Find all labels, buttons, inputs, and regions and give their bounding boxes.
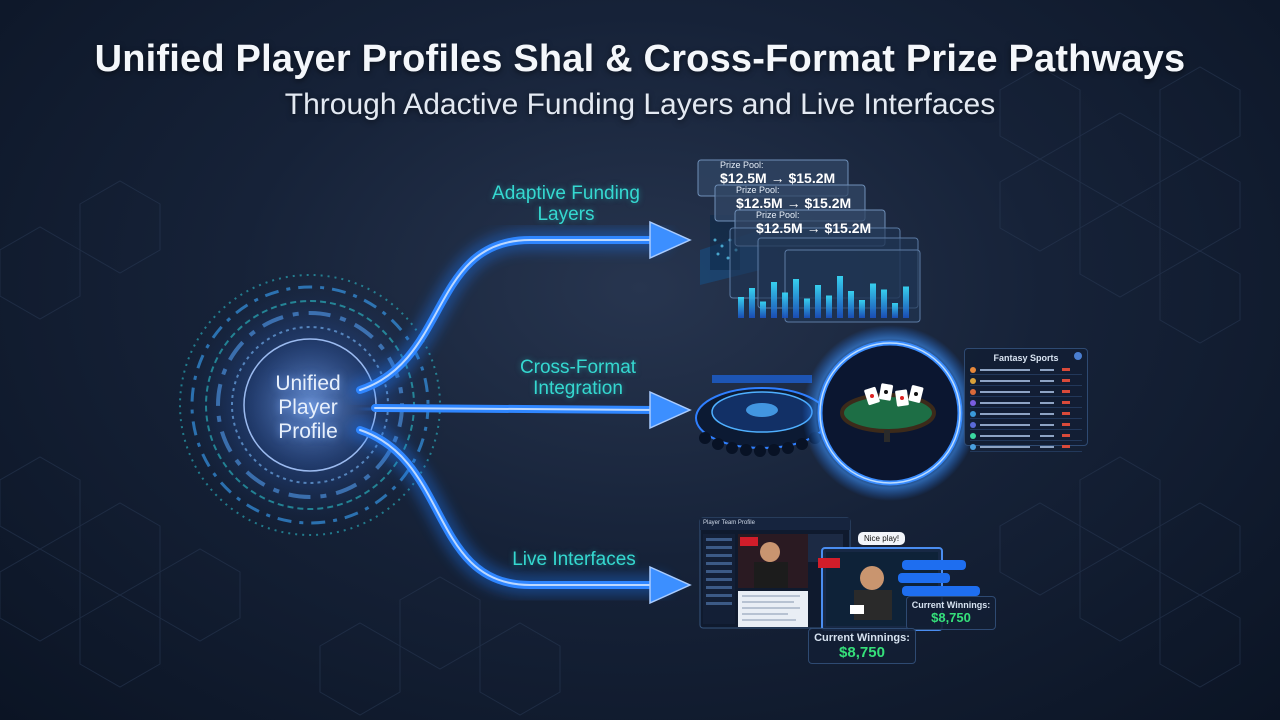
path-label-live-interfaces: Live Interfaces xyxy=(512,549,636,570)
chat-bubble xyxy=(898,573,950,583)
row-badge xyxy=(1062,401,1070,404)
funding-bar xyxy=(859,300,865,318)
info-icon xyxy=(1074,352,1082,360)
row-badge xyxy=(1062,379,1070,382)
row-text-placeholder xyxy=(980,412,1030,415)
fantasy-row xyxy=(970,431,1082,441)
current-winnings-label: Current Winnings: xyxy=(911,600,991,610)
funding-bar xyxy=(892,303,898,318)
fantasy-row xyxy=(970,387,1082,397)
row-number-placeholder xyxy=(1040,445,1054,448)
funding-bar xyxy=(837,276,843,318)
funding-bar xyxy=(749,288,755,318)
funding-bar xyxy=(815,285,821,318)
row-badge xyxy=(1062,390,1070,393)
team-logo-icon xyxy=(970,377,976,384)
team-logo-icon xyxy=(970,432,976,439)
fantasy-row xyxy=(970,365,1082,375)
row-number-placeholder xyxy=(1040,390,1054,393)
team-logo-icon xyxy=(970,366,976,373)
current-winnings-label: Current Winnings: xyxy=(814,632,910,644)
page-title: Unified Player Profiles Shal & Cross-For… xyxy=(94,38,1186,80)
funding-bar xyxy=(881,289,887,318)
funding-bar xyxy=(793,279,799,318)
funding-bar xyxy=(870,283,876,318)
flow-paths xyxy=(349,229,671,596)
funding-bar xyxy=(782,292,788,318)
fantasy-row xyxy=(970,409,1082,419)
funding-card-1: Prize Pool: $12.5M → $15.2M xyxy=(720,160,835,186)
funding-bar xyxy=(760,301,766,318)
funding-bar xyxy=(848,291,854,318)
current-winnings-card-small: Current Winnings: $8,750 xyxy=(906,596,996,630)
team-logo-icon xyxy=(970,388,976,395)
poker-ring xyxy=(802,325,978,501)
funding-layers-graphic xyxy=(697,159,921,323)
funding-card-label: Prize Pool: xyxy=(720,160,764,170)
team-logo-icon xyxy=(970,410,976,417)
team-logo-icon xyxy=(970,421,976,428)
row-badge xyxy=(1062,423,1070,426)
row-number-placeholder xyxy=(1040,412,1054,415)
hub-label: Unified Player Profile xyxy=(275,372,341,443)
arrowheads xyxy=(649,220,692,605)
hex-background xyxy=(0,66,1241,716)
row-number-placeholder xyxy=(1040,368,1054,371)
path-label-adaptive-funding: Adaptive Funding Layers xyxy=(492,183,640,225)
row-text-placeholder xyxy=(980,434,1030,437)
funding-card-value: $12.5M → $15.2M xyxy=(736,195,852,211)
fantasy-row xyxy=(970,376,1082,386)
current-winnings-value: $8,750 xyxy=(931,610,971,625)
row-number-placeholder xyxy=(1040,434,1054,437)
row-number-placeholder xyxy=(1040,423,1054,426)
row-number-placeholder xyxy=(1040,379,1054,382)
row-text-placeholder xyxy=(980,368,1030,371)
funding-card-2: Prize Pool: $12.5M → $15.2M xyxy=(736,185,851,211)
chat-bubble xyxy=(902,560,966,570)
row-number-placeholder xyxy=(1040,401,1054,404)
row-text-placeholder xyxy=(980,445,1030,448)
arena-graphic xyxy=(695,375,829,457)
funding-bar xyxy=(771,282,777,318)
row-text-placeholder xyxy=(980,401,1030,404)
funding-card-label: Prize Pool: xyxy=(736,185,780,195)
row-badge xyxy=(1062,368,1070,371)
row-badge xyxy=(1062,434,1070,437)
current-winnings-card: Current Winnings: $8,750 xyxy=(808,628,916,664)
live-interface-graphic xyxy=(699,517,943,631)
fantasy-row xyxy=(970,442,1082,452)
funding-card-3: Prize Pool: $12.5M → $15.2M xyxy=(756,210,871,236)
team-logo-icon xyxy=(970,399,976,406)
funding-bar xyxy=(804,298,810,318)
funding-bars xyxy=(738,276,909,318)
live-window-title: Player Team Profile xyxy=(703,520,755,526)
fantasy-row xyxy=(970,398,1082,408)
funding-bar xyxy=(903,286,909,318)
funding-card-value: $12.5M → $15.2M xyxy=(756,220,872,236)
funding-card-value: $12.5M → $15.2M xyxy=(720,170,836,186)
playing-cards-icon xyxy=(864,383,924,407)
fantasy-sports-panel: Fantasy Sports xyxy=(964,348,1088,452)
funding-bar xyxy=(826,295,832,318)
chat-bubble xyxy=(902,586,980,596)
fantasy-sports-title: Fantasy Sports xyxy=(993,353,1059,363)
funding-bar xyxy=(738,297,744,318)
team-logo-icon xyxy=(970,443,976,450)
row-text-placeholder xyxy=(980,423,1030,426)
row-text-placeholder xyxy=(980,390,1030,393)
funding-card-label: Prize Pool: xyxy=(756,210,800,220)
chat-bubble-nice-play: Nice play! xyxy=(858,532,906,545)
row-text-placeholder xyxy=(980,379,1030,382)
row-badge xyxy=(1062,445,1070,448)
current-winnings-value: $8,750 xyxy=(839,644,885,661)
path-label-cross-format: Cross-Format Integration xyxy=(519,357,637,399)
fantasy-sports-rows xyxy=(970,365,1082,453)
row-badge xyxy=(1062,412,1070,415)
page-subtitle: Through Adactive Funding Layers and Live… xyxy=(284,88,996,121)
fantasy-row xyxy=(970,420,1082,430)
